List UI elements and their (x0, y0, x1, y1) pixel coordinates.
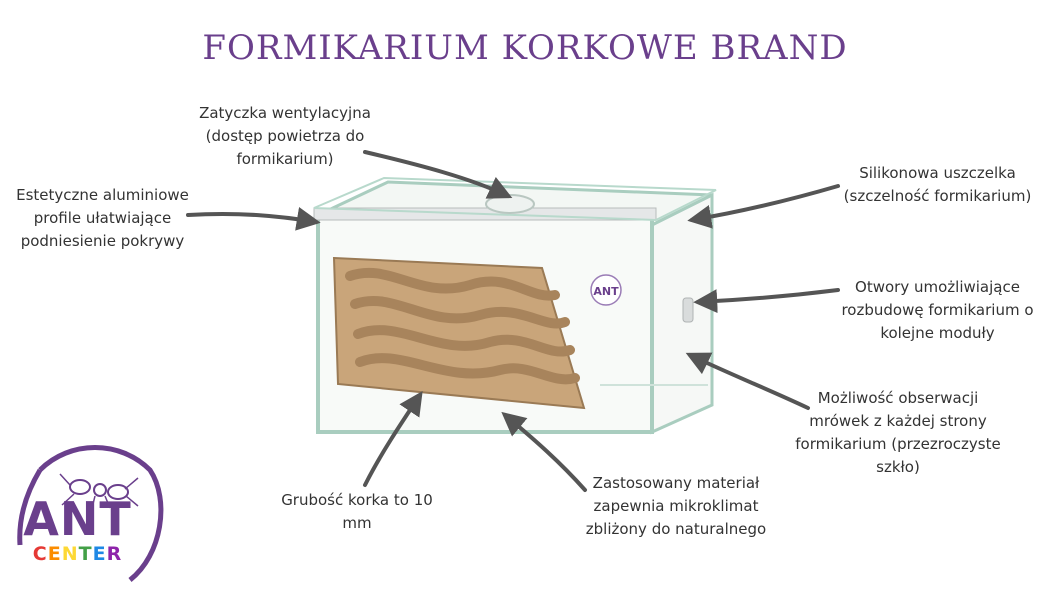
logo-letter: C (32, 543, 48, 565)
logo-word-center: CENTER (10, 543, 145, 565)
ant-badge-text: ANT (593, 285, 619, 298)
logo-word-ant: ANT (23, 492, 132, 546)
arrow-vent (363, 150, 513, 199)
label-material: Zastosowany materiał zapewnia mikroklima… (585, 474, 767, 538)
arrow-material (501, 411, 587, 492)
label-cork: Grubość korka to 10 mm (281, 491, 433, 532)
label-seal: Silikonowa uszczelka (szczelność formika… (843, 164, 1032, 205)
page-title: FORMIKARIUM KORKOWE BRAND (202, 28, 848, 68)
label-aluminium: Estetyczne aluminiowe profile ułatwiając… (16, 186, 189, 250)
ant-center-logo (17, 445, 164, 582)
logo-letter: T (78, 543, 93, 565)
logo-letter: N (61, 543, 79, 565)
arrow-seal (687, 184, 840, 229)
vent-plug (485, 194, 535, 214)
arrow-aluminium (186, 207, 321, 231)
side-hole (682, 297, 694, 323)
label-vent-plug: Zatyczka wentylacyjna (dostęp powietrza … (199, 104, 371, 168)
ant-badge (590, 274, 622, 306)
callout-arrows (186, 150, 840, 492)
arrow-holes (693, 288, 840, 314)
logo-letter: R (106, 543, 123, 565)
label-holes: Otwory umożliwiające rozbudowę formikari… (841, 278, 1034, 342)
arrow-cork (363, 391, 423, 487)
cork-panel (332, 256, 586, 410)
arrow-observation (685, 352, 810, 410)
logo-letter: E (47, 543, 62, 565)
logo-letter: E (92, 543, 107, 565)
label-observation: Możliwość obserwacji mrówek z każdej str… (795, 389, 1001, 476)
